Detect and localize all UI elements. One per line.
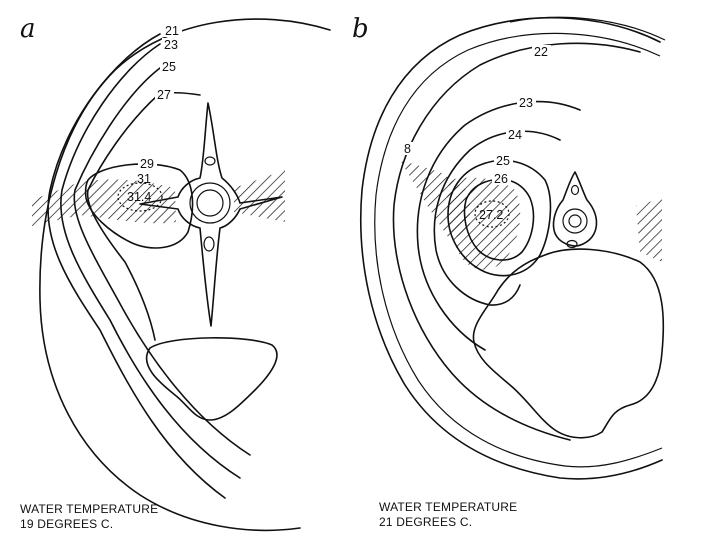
panel-b-label-8: 8 <box>404 142 411 156</box>
panel-b-label-24: 24 <box>508 128 522 142</box>
panel-b-hatched-region-right <box>636 198 662 262</box>
panel-b-lower-foramen <box>566 239 578 249</box>
panel-b-organ-outline <box>472 248 665 439</box>
panel-a-organ-outline <box>145 337 278 421</box>
panel-a-letter: a <box>20 14 36 44</box>
panel-a-hatched-region-left <box>32 179 176 226</box>
panel-a-label-27: 27 <box>157 88 171 102</box>
panel-a-label-25: 25 <box>162 60 176 74</box>
panel-b-isotherm-22 <box>392 42 641 441</box>
panel-b-spinal-canal <box>568 214 582 228</box>
panel-a-isotherm-27 <box>86 94 159 341</box>
panel-a-label-23: 23 <box>164 38 178 52</box>
panel-a-label-31: 31 <box>137 172 151 186</box>
panel-a-vertebra <box>139 102 283 327</box>
panel-b-caption-line1: WATER TEMPERATURE <box>379 500 518 514</box>
panel-b-isotherm-26 <box>463 178 535 261</box>
panel-a-hatched-region-right <box>234 170 285 222</box>
panel-b-outer-boundary <box>359 16 663 480</box>
panel-a-lower-foramen <box>203 236 215 252</box>
panel-b-hatched-region-center <box>447 177 521 270</box>
panel-b-upper-foramen <box>570 184 580 196</box>
panel-a-caption: WATER TEMPERATURE 19 DEGREES C. <box>20 502 158 532</box>
panel-b-skin-line <box>374 32 663 468</box>
panel-a-isotherm-23 <box>60 43 241 479</box>
panel-b-isotherm-24 <box>433 130 561 306</box>
panel-a-caption-line1: WATER TEMPERATURE <box>20 502 159 516</box>
panel-b-label-26: 26 <box>494 172 508 186</box>
panel-a-label-29: 29 <box>140 157 154 171</box>
panel-b-label-27-2: 27.2 <box>479 208 503 222</box>
panel-a-caption-line2: 19 DEGREES C. <box>20 517 114 531</box>
panel-b-letter: b <box>352 14 369 44</box>
panel-a: a 21 23 25 27 <box>20 14 331 532</box>
panel-a-spinal-canal <box>196 189 224 217</box>
panel-a-label-21: 21 <box>165 24 179 38</box>
panel-b-vertebral-body <box>562 208 588 234</box>
panel-a-vertebral-body <box>189 182 231 224</box>
panel-b-label-22: 22 <box>534 45 548 59</box>
panel-a-isotherm-31 <box>117 182 163 212</box>
panel-b-vertebra <box>552 171 598 247</box>
panel-b-isotherm-27-2 <box>474 200 510 228</box>
panel-b: b 22 23 24 25 <box>352 14 666 480</box>
panel-b-caption-line2: 21 DEGREES C. <box>379 515 473 529</box>
panel-b-label-25: 25 <box>496 154 510 168</box>
panel-b-label-23: 23 <box>519 96 533 110</box>
panel-b-top-edge <box>509 16 666 41</box>
panel-a-isotherm-21 <box>47 33 226 499</box>
panel-b-isotherm-25 <box>447 159 552 277</box>
panel-a-isotherm-25 <box>73 67 251 456</box>
panel-b-caption: WATER TEMPERATURE 21 DEGREES C. <box>379 500 517 530</box>
panel-a-label-31-4: 31.4 <box>127 190 151 204</box>
panel-a-upper-foramen <box>204 156 216 166</box>
